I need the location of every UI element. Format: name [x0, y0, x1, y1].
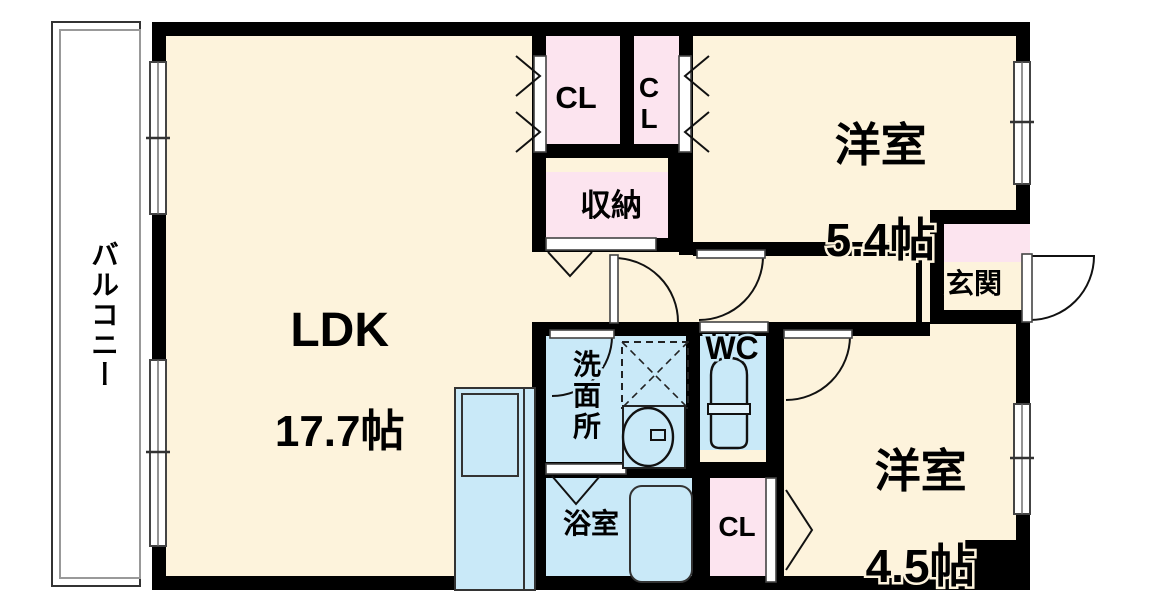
- shoe-closet-fill: [932, 222, 1030, 262]
- closet-bedroom-fill: [710, 478, 766, 590]
- washing-machine-space: [621, 341, 689, 409]
- kitchen-counter: [454, 387, 536, 591]
- floor-fills: [152, 22, 1030, 590]
- closet-doors-top: [515, 55, 710, 153]
- toilet-fixture: [707, 356, 751, 450]
- hinged-doors: [549, 249, 1096, 401]
- closet-top-small-fill: [633, 30, 679, 156]
- window-balcony-upper: [146, 61, 170, 215]
- fixtures: [454, 341, 751, 591]
- wash-basin: [621, 405, 686, 469]
- window-bedroom-large: [1010, 61, 1034, 185]
- closet-top-large-fill: [546, 30, 620, 156]
- window-bedroom-small: [1010, 403, 1034, 515]
- bathtub: [629, 485, 693, 583]
- folding-door-indicators: [545, 321, 814, 583]
- closet-fills: [546, 30, 1030, 590]
- storage-fill: [546, 172, 668, 238]
- windows: [146, 61, 1034, 547]
- balcony-area: [51, 21, 141, 587]
- window-balcony-lower: [146, 359, 170, 547]
- storage-door: [545, 237, 657, 278]
